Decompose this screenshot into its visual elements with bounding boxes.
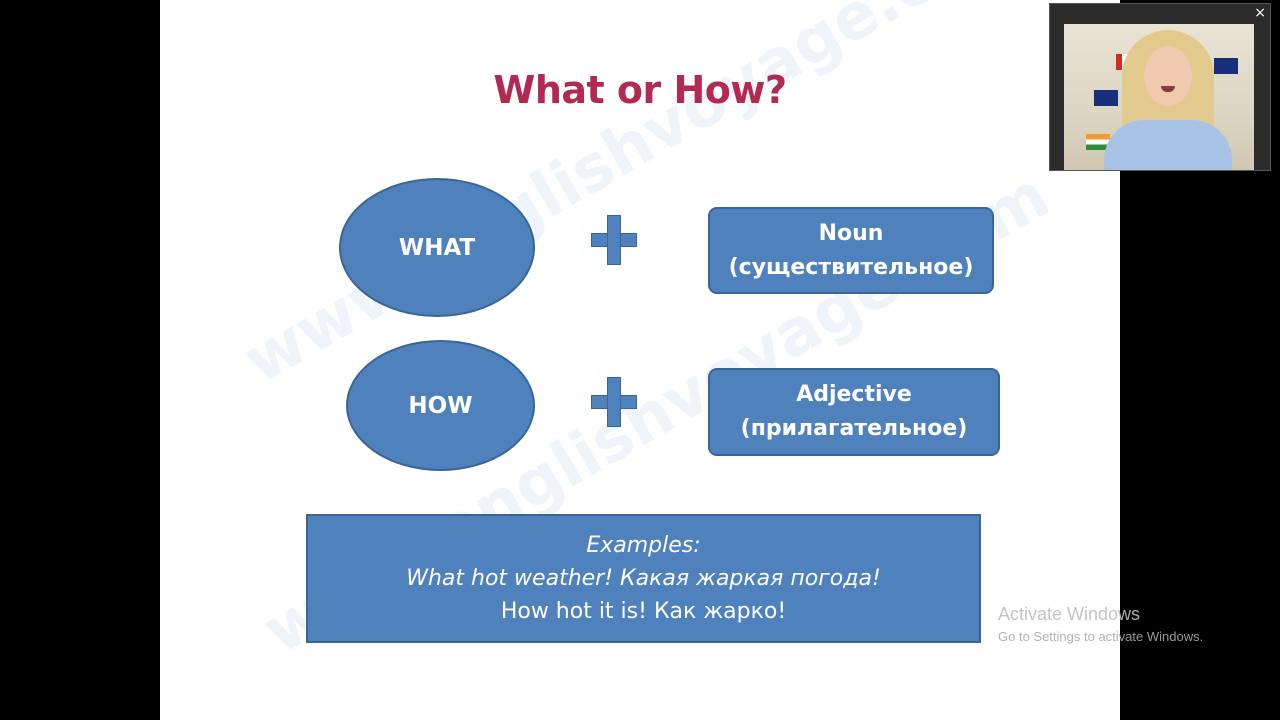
examples-box: Examples: What hot weather! Какая жаркая… bbox=[306, 514, 981, 643]
watermark-1: www.englishvoyage.com bbox=[232, 0, 1042, 399]
activate-windows-title: Activate Windows bbox=[998, 604, 1203, 625]
example-how: How hot it is! Как жарко! bbox=[308, 595, 979, 628]
adjective-box: Adjective (прилагательное) bbox=[708, 368, 1000, 456]
webcam-close-button[interactable]: × bbox=[1254, 5, 1266, 21]
webcam-overlay[interactable]: × bbox=[1049, 3, 1271, 171]
australia-flag-icon bbox=[1214, 58, 1238, 74]
how-ellipse: HOW bbox=[346, 340, 535, 471]
slide-title: What or How? bbox=[160, 68, 1120, 112]
new-zealand-flag-icon bbox=[1094, 90, 1118, 106]
plus-icon bbox=[591, 377, 637, 427]
adjective-label: Adjective bbox=[710, 378, 998, 412]
noun-translation: (существительное) bbox=[710, 251, 992, 285]
person-face bbox=[1144, 46, 1192, 106]
how-label: HOW bbox=[408, 393, 472, 419]
adjective-translation: (прилагательное) bbox=[710, 412, 998, 446]
noun-box: Noun (существительное) bbox=[708, 207, 994, 294]
examples-heading: Examples: bbox=[308, 529, 979, 562]
what-ellipse: WHAT bbox=[339, 178, 535, 317]
activate-windows-notice: Activate Windows Go to Settings to activ… bbox=[998, 604, 1203, 644]
person-body bbox=[1104, 120, 1232, 170]
noun-label: Noun bbox=[710, 217, 992, 251]
activate-windows-subtitle: Go to Settings to activate Windows. bbox=[998, 629, 1203, 644]
what-label: WHAT bbox=[399, 235, 475, 261]
presentation-slide: www.englishvoyage.com www.englishvoyage.… bbox=[160, 0, 1120, 720]
example-what: What hot weather! Какая жаркая погода! bbox=[308, 562, 979, 595]
plus-icon bbox=[591, 215, 637, 265]
webcam-video bbox=[1064, 24, 1254, 170]
